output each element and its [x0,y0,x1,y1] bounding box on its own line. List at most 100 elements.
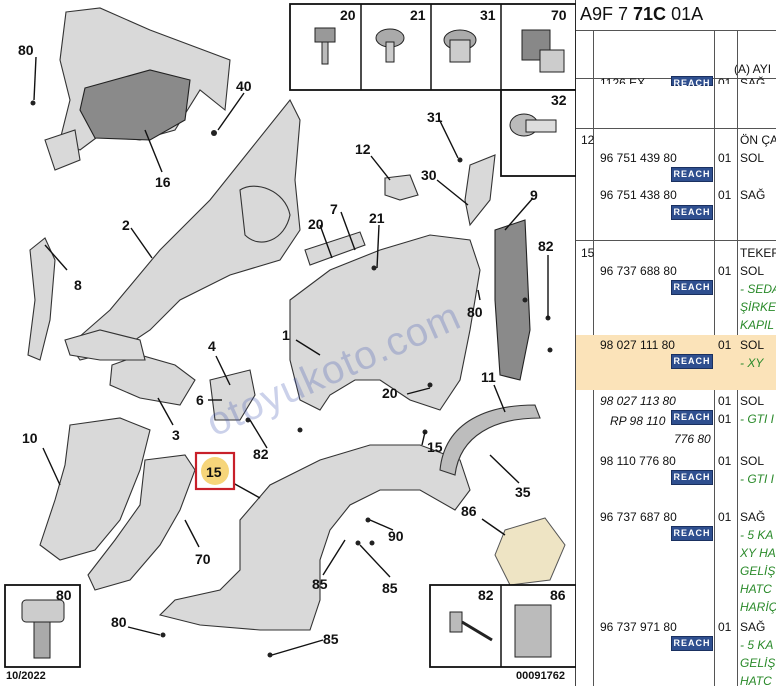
box-86-bracket[interactable] [514,604,552,658]
ref-96751438[interactable]: 96 751 438 80 [600,188,677,202]
callout-85-a[interactable]: 90 [388,528,404,544]
callout-31[interactable]: 31 [427,109,443,125]
callout-6[interactable]: 6 [196,392,204,408]
callout-11[interactable]: 70 [195,551,211,567]
part-16-dark-panel[interactable] [79,69,191,141]
ref-96751439[interactable]: 96 751 439 80 [600,151,677,165]
reach-badge: REACH [671,167,713,182]
callout-86[interactable]: 35 [515,484,531,500]
reach-badge: REACH [671,205,713,220]
ref-96737971[interactable]: 96 737 971 80 [600,620,677,634]
callout-85-b[interactable]: 85 [312,576,328,592]
reach-badge: REACH [671,410,713,425]
ref-98027111[interactable]: 98 027 111 80 [600,338,675,352]
reach-badge: REACH [671,526,713,541]
ref-96737687[interactable]: 96 737 687 80 [600,510,677,524]
part-35-arch-trim[interactable] [439,404,541,476]
note: - XY [740,356,764,370]
box-label-20: 20 [340,7,356,23]
side: SOL [740,264,765,278]
callout-1[interactable]: 1 [282,327,290,343]
part-9-fender-bracket[interactable] [494,219,531,381]
callout-20-mid[interactable]: 20 [308,216,324,232]
callout-80-bottom[interactable]: 85 [323,631,339,647]
box-32-frame [500,89,576,177]
callout-85-c[interactable]: 80 [111,614,127,630]
box-20-screw[interactable] [314,27,336,65]
part-30-trim[interactable] [464,154,496,227]
box-21-screw[interactable] [375,28,405,63]
callout-12[interactable]: 12 [355,141,371,157]
part-2-opening [239,185,291,243]
box-32-rivet[interactable] [509,113,557,137]
figure-number: 00091762 [516,670,565,682]
note: - 5 KA [740,528,774,542]
callout-10[interactable]: 10 [22,430,38,446]
diagram-drawing: 80 16 40 2 12 31 30 9 7 20 21 82 8 1 4 6… [4,3,576,668]
callout-8[interactable]: 8 [74,277,82,293]
qty: 01 [718,338,732,352]
callout-40[interactable]: 40 [236,78,252,94]
callout-4[interactable]: 4 [208,338,216,354]
part-bracket-left[interactable] [44,129,81,171]
ref-96737688[interactable]: 96 737 688 80 [600,264,677,278]
callout-20-lower[interactable]: 20 [382,385,398,401]
note: HATC [740,582,772,596]
callout-30[interactable]: 30 [421,167,437,183]
side: SOL [740,454,765,468]
date-code: 10/2022 [6,670,46,682]
truncated-qty: 01 [718,76,732,84]
box-label-21: 21 [410,7,426,23]
ref-98110776[interactable]: 98 110 776 80 [600,454,676,468]
ref-rp98110[interactable]: RP 98 110 [610,414,666,428]
part-4-bracket[interactable] [209,369,256,421]
callout-80-top[interactable]: 80 [18,42,34,58]
box-70-clip[interactable] [521,29,565,73]
callout-35[interactable]: 11 [481,369,496,385]
part-15-wheel-arch-liner[interactable] [158,444,471,631]
callout-3[interactable]: 3 [172,427,180,443]
note: - GTI I [740,412,774,426]
callout-15-highlighted[interactable]: 15 [206,464,222,480]
note: ŞİRKE [740,300,776,314]
lower-box-labels: 82 86 [478,587,566,603]
parts-list-panel: A9F 7 71C 01A (A) AYI 1126 EX 01 SAĞ REA… [576,0,776,686]
box-label-31: 31 [480,7,496,23]
callout-21[interactable]: 21 [369,210,385,226]
callout-7[interactable]: 7 [330,201,338,217]
group-15-divider [576,240,776,241]
callout-2[interactable]: 2 [122,217,130,233]
ref-98027113[interactable]: 98 027 113 80 [600,394,676,408]
reach-badge: REACH [671,354,713,369]
note: XY HA [740,546,776,560]
part-1-front-fender[interactable] [289,234,481,411]
box-82-rivet[interactable] [449,611,493,642]
truncated-ref: 1126 EX [600,76,646,84]
callout-20-right[interactable]: 80 [467,304,483,320]
callout-82-mid[interactable]: 82 [253,446,269,462]
part-7-bracket[interactable] [304,231,366,266]
title-prefix: A9F 7 [580,4,634,24]
side: SOL [740,394,765,408]
note: - 5 KA [740,638,774,652]
callout-80-mid[interactable]: 85 [382,580,398,596]
reach-badge: REACH [671,636,713,651]
callout-16[interactable]: 16 [155,174,171,190]
box-80-clip[interactable] [21,599,65,659]
callout-9[interactable]: 9 [530,187,538,203]
part-12-clip[interactable] [384,174,419,201]
callout-90[interactable]: 86 [461,503,477,519]
box-31-nut[interactable] [443,29,477,63]
part-8-bracket[interactable] [27,237,56,361]
fastener-box-labels: 20 21 31 70 32 [340,7,567,108]
part-10-wheelhouse-left[interactable] [39,417,151,561]
part-90-fastener-kit[interactable] [494,517,566,586]
note: GELİŞ [740,656,776,670]
callout-82-right[interactable]: 82 [538,238,554,254]
parts-diagram: 80 16 40 2 12 31 30 9 7 20 21 82 8 1 4 6… [4,0,576,686]
ref-rp98110-cont: 776 80 [674,432,711,446]
part-3-cover[interactable] [109,354,196,406]
note: - GTI I [740,472,774,486]
callout-70[interactable]: 15 [427,439,443,455]
part-11-wheelhouse-right[interactable] [87,454,196,591]
